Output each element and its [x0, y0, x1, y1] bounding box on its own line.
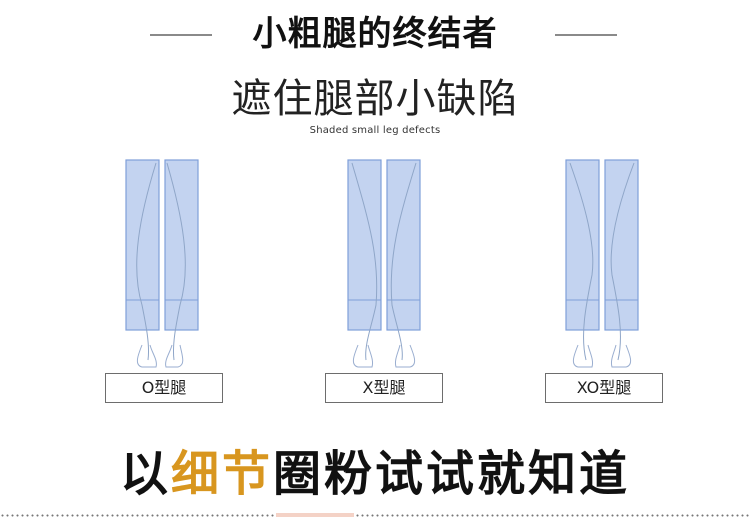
slogan-prefix: 以 — [119, 446, 171, 502]
page-subtitle: 遮住腿部小缺陷 — [231, 76, 519, 122]
divider-accent — [276, 513, 354, 517]
header-divider-right — [555, 34, 617, 36]
x-leg-label: X型腿 — [325, 373, 443, 403]
page-title: 小粗腿的终结者 — [252, 14, 498, 54]
slogan: 以细节圈粉试试就知道 — [0, 442, 750, 506]
dotted-divider — [0, 514, 750, 517]
slogan-suffix: 圈粉试试就知道 — [273, 446, 631, 502]
o-leg-illustration — [125, 159, 199, 368]
x-leg-illustration — [347, 159, 421, 368]
o-leg-label: O型腿 — [105, 373, 223, 403]
xo-leg-label: XO型腿 — [545, 373, 663, 403]
slogan-highlight: 细节 — [170, 446, 273, 502]
header-divider-left — [150, 34, 212, 36]
subtitle-caption: Shaded small leg defects — [309, 125, 441, 136]
xo-leg-illustration — [565, 159, 639, 368]
